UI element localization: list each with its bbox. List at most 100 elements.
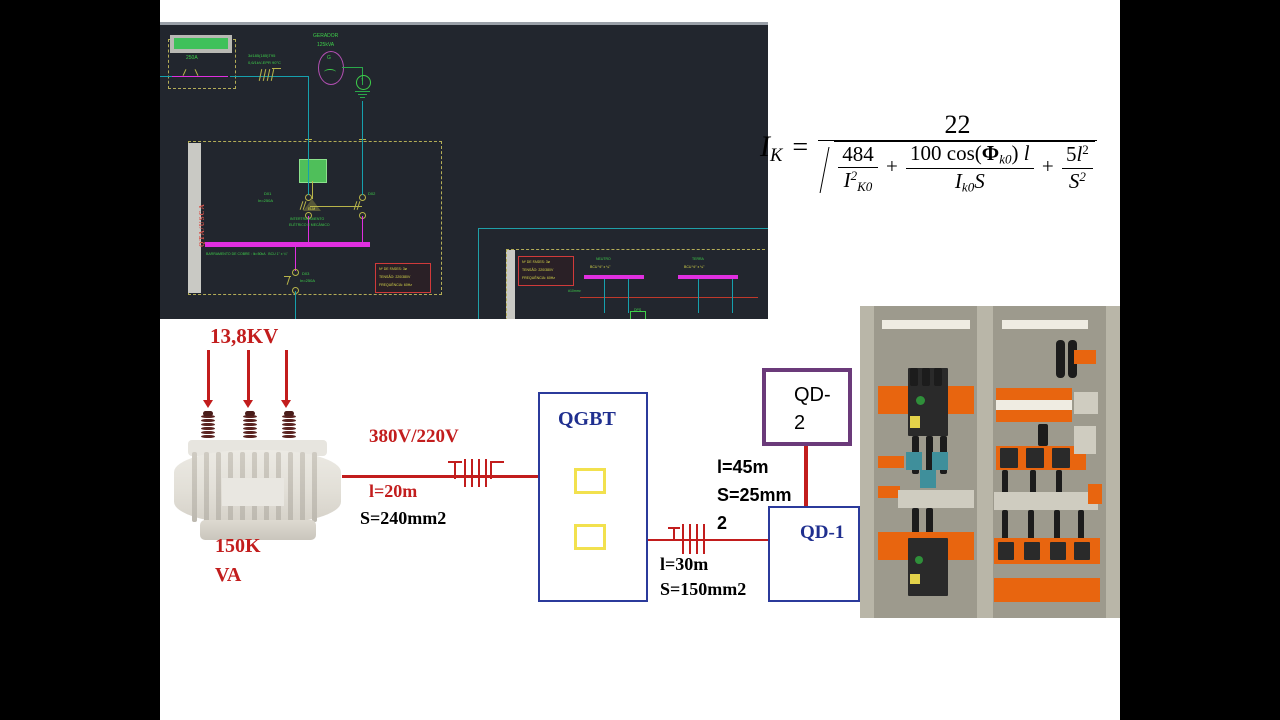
photo-r-fuse-3 <box>1052 448 1070 468</box>
feeder-qd2-length: l=45m <box>717 457 769 477</box>
cad-earth-bar-2 <box>358 94 367 95</box>
photo-r-fuse-7 <box>1074 542 1090 560</box>
photo-l-orange-2 <box>878 456 904 468</box>
hv-drop-3 <box>285 350 288 402</box>
cad-d03-arc2 <box>284 276 291 277</box>
hv-bushing-1 <box>201 411 215 441</box>
photo-r-fuse-1 <box>1000 448 1018 468</box>
panel-qd1-label: QD-1 <box>800 522 845 543</box>
photo-l-ct-3 <box>920 470 936 488</box>
cad-riser-left <box>308 76 309 142</box>
panel-qd2[interactable]: QD- 2 <box>762 368 852 446</box>
feeder2-hatch-v0 <box>673 527 675 541</box>
photo-r-orange-1 <box>996 388 1072 400</box>
cad-dps-wire-c <box>698 279 699 313</box>
cad-spec-box-right: Nº DE FASES: 3ø TENSÃO: 220/380V FREQUÊN… <box>518 256 574 286</box>
cad-neutro-label: NEUTRO <box>596 257 611 261</box>
panel-qd1[interactable]: QD-1 <box>768 506 860 602</box>
cad-panel-side-plate <box>188 143 201 293</box>
photo-l-ct-1 <box>906 452 922 470</box>
cad-terra-bar <box>678 275 738 279</box>
feeder-qgbt-section: S=240mm2 <box>360 508 447 528</box>
photo-right-frame <box>1106 306 1120 618</box>
transformer-nameplate <box>222 478 284 506</box>
formula-term1-num: 484 <box>838 142 878 168</box>
photo-r-mcb-row <box>996 400 1072 410</box>
feeder2-hatch-v4 <box>703 524 705 554</box>
photo-r-busbar <box>994 492 1098 510</box>
photo-l-cable-2 <box>922 368 930 386</box>
formula-term2: 100 cos(Φk0) l Ik0S <box>906 141 1034 195</box>
photo-r-meter <box>1074 392 1098 414</box>
panel-qgbt[interactable]: QGBT <box>538 392 648 602</box>
cad-breaker-d01-tag: D01 <box>264 191 272 196</box>
hv-bushing-2-cap <box>245 411 255 416</box>
panel-qgbt-label: QGBT <box>558 408 616 430</box>
cad-d03-contact-top <box>292 269 299 276</box>
cad-gen-earth-label: T <box>361 78 364 82</box>
cad-breaker-d02-tag: D02 <box>368 191 376 196</box>
cad-breaker-d03-rating: In=250A <box>300 278 316 283</box>
cad-neutro-bar <box>584 275 644 279</box>
cad-dps-label: DPS <box>634 308 642 312</box>
hv-bushing-3 <box>282 411 296 441</box>
photo-r-cable-1 <box>1056 340 1065 378</box>
cad-cable-spec-line2: 0,6/1kV-EPR 90°C <box>248 60 281 65</box>
short-circuit-current-formula: IK = 22 484 I2K0 + 100 cos(Φk0) l Ik0S <box>760 110 1140 260</box>
cad-panel-title: QTA/USCA <box>198 203 206 247</box>
hv-bushing-2 <box>243 411 257 441</box>
feeder2-hatch-v1 <box>682 524 684 554</box>
photo-l-busbar <box>898 490 974 508</box>
formula-term3-den: S2 <box>1068 168 1086 193</box>
photo-r-cable-10 <box>1078 510 1084 540</box>
panel-qd2-label-line1: QD- <box>794 384 831 406</box>
feeder-qd1-section: S=150mm2 <box>660 579 747 599</box>
distribution-schematic: 13,8KV <box>160 306 1120 720</box>
transformer-base <box>200 520 316 540</box>
cad-cable-spec-line1: 3#185(185)T95 <box>248 53 276 58</box>
feeder2-hatch-v2 <box>689 524 691 554</box>
hv-bushing-3-cap <box>284 411 294 416</box>
photo-l-cable-3 <box>934 368 942 386</box>
photo-r-cable-2 <box>1068 340 1077 378</box>
cad-cable-mark-3 <box>266 69 271 81</box>
photo-r-fuse-5 <box>1024 542 1040 560</box>
formula-numerator: 22 <box>818 110 1097 141</box>
primary-voltage-label: 13,8KV <box>210 324 279 348</box>
switchgear-panel-photo <box>860 306 1120 618</box>
cad-generator-symbol <box>318 51 344 85</box>
photo-l-cable-1 <box>910 368 918 386</box>
photo-r-cable-6 <box>1056 470 1062 494</box>
cad-subpanel-outline <box>478 228 768 319</box>
cad-breaker-d01-rating: In=250A <box>258 198 274 203</box>
photo-l-button-2 <box>915 556 923 564</box>
cad-cable-mark-top <box>272 68 281 69</box>
cad-spec-left-line3: FREQUÊNCIA: 60Hz <box>379 283 413 287</box>
formula-plus-2: + <box>1041 153 1054 178</box>
feeder-qd2-section-line1: S=25mm <box>717 485 792 505</box>
feeder1-hatch-v2 <box>471 459 473 487</box>
cad-incoming-breaker-rating: 250A <box>186 55 198 61</box>
slide-canvas: 250A 3#185(185)T95 0,6/1kV-EPR 90°C GERA… <box>160 0 1120 720</box>
power-transformer-image <box>170 411 345 546</box>
cad-terra-label: TERRA <box>692 257 704 261</box>
feeder-qd2-to-qd1 <box>804 446 808 520</box>
cad-d03-feeder <box>295 291 296 319</box>
photo-r-fuse-2 <box>1026 448 1044 468</box>
formula-term1: 484 I2K0 <box>838 142 878 195</box>
feeder-qd2-section-line2: 2 <box>717 513 728 533</box>
photo-l-tag <box>910 416 920 428</box>
formula-term2-den: Ik0S <box>954 168 985 195</box>
qgbt-device-2[interactable] <box>574 524 606 550</box>
cad-subpanel-side-plate <box>506 250 515 319</box>
hv-drop-2 <box>247 350 250 402</box>
photo-r-cable-7 <box>1002 510 1008 540</box>
photo-r-cable-5 <box>1030 470 1036 494</box>
cad-busbar-note: BARRAMENTO DE COBRE : Ik=50kA BCU 1" x ¼… <box>206 252 288 256</box>
hv-arrow-1 <box>203 400 213 408</box>
photo-l-ct-2 <box>932 452 948 470</box>
qgbt-device-1[interactable] <box>574 468 606 494</box>
cad-d03-riser <box>295 247 296 271</box>
hv-bushing-1-cap <box>203 411 213 416</box>
cad-interlock-line1: INTERTRAVAMENTO <box>290 217 325 221</box>
